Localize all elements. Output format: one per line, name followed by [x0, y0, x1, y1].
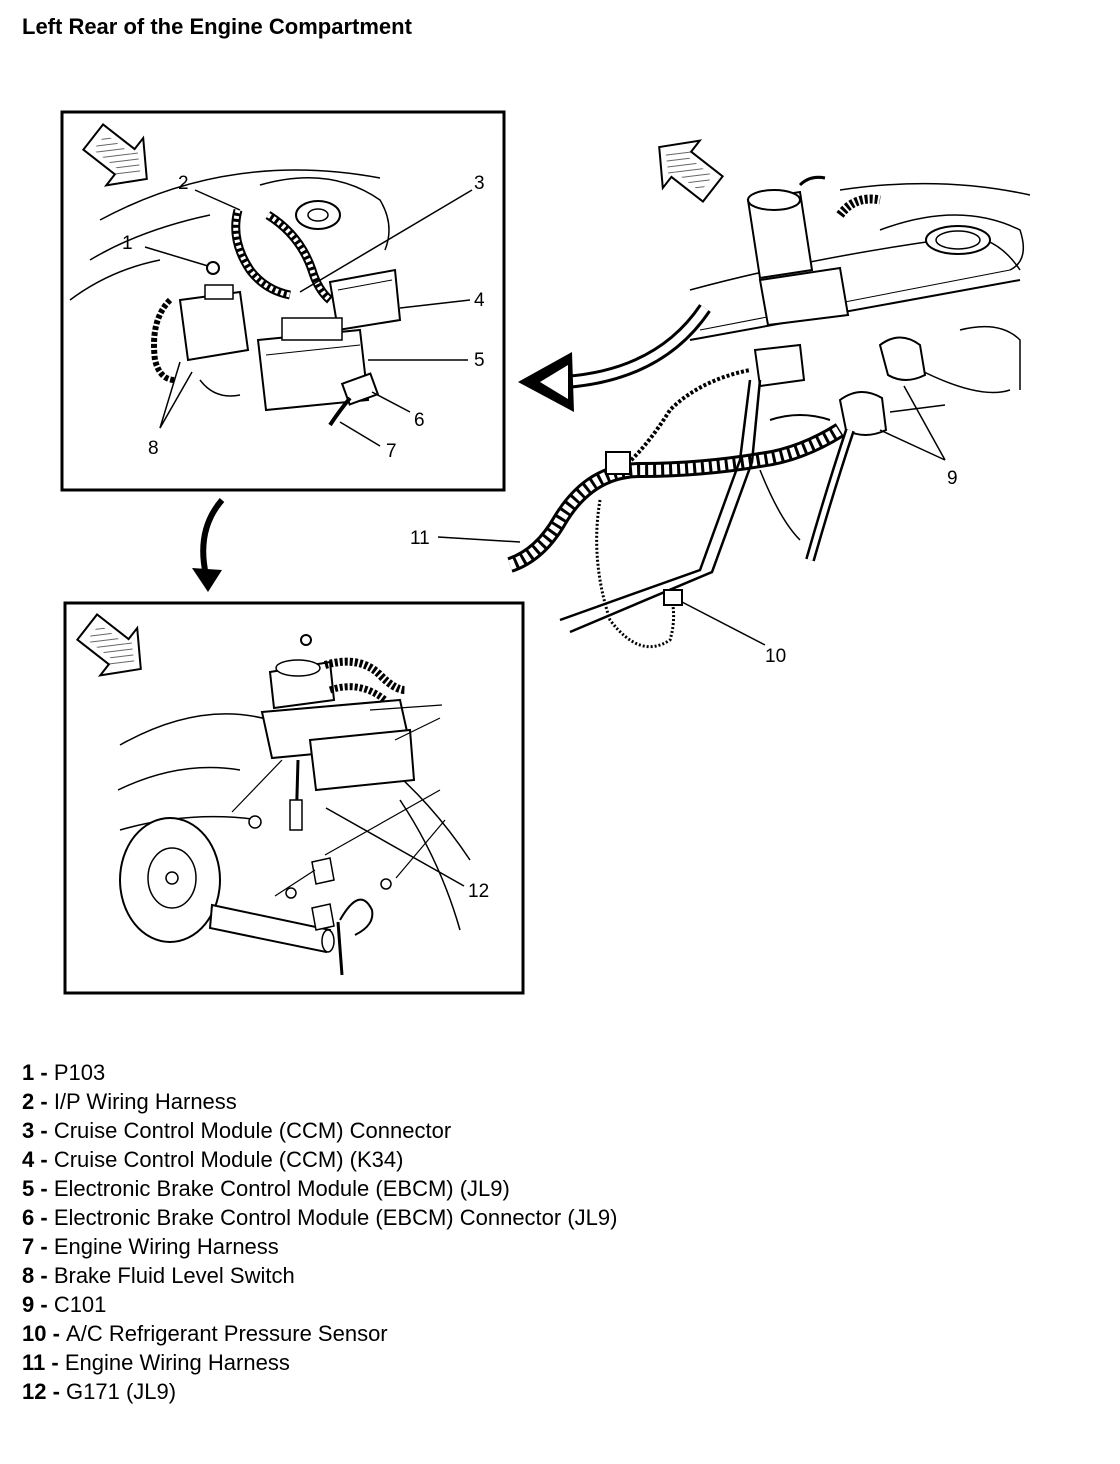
legend-item: 8 - Brake Fluid Level Switch: [22, 1263, 295, 1288]
legend-item: 11 - Engine Wiring Harness: [22, 1350, 290, 1375]
callout-6: 6: [414, 410, 425, 431]
legend-item: 1 - P103: [22, 1060, 106, 1085]
forward-direction-arrow-icon: [81, 123, 148, 187]
callout-12: 12: [468, 881, 489, 902]
legend-item: 10 - A/C Refrigerant Pressure Sensor: [22, 1321, 388, 1346]
curved-arrow-down-icon: [192, 498, 225, 592]
legend-item: 2 - I/P Wiring Harness: [22, 1089, 237, 1114]
legend-item: 9 - C101: [22, 1292, 107, 1317]
callout-3: 3: [474, 173, 485, 194]
callout-5: 5: [474, 350, 485, 371]
inset-top-left: 1 2 3 4 5 6 7 8: [60, 110, 506, 492]
legend-item: 6 - Electronic Brake Control Module (EBC…: [22, 1205, 618, 1230]
callout-10: 10: [765, 646, 786, 667]
main-view: 9 10 11: [410, 139, 1031, 667]
forward-direction-arrow-icon: [658, 139, 725, 203]
legend-item: 12 - G171 (JL9): [22, 1379, 177, 1404]
legend-item: 5 - Electronic Brake Control Module (EBC…: [22, 1176, 510, 1201]
callout-11: 11: [410, 528, 430, 549]
legend-item: 7 - Engine Wiring Harness: [22, 1234, 279, 1259]
legend-item: 4 - Cruise Control Module (CCM) (K34): [22, 1147, 404, 1172]
legend-list: 1 - P103 2 - I/P Wiring Harness 3 - Crui…: [22, 1058, 617, 1406]
inset-bottom-left: 12: [63, 601, 525, 995]
legend-item: 3 - Cruise Control Module (CCM) Connecto…: [22, 1118, 452, 1143]
callout-7: 7: [386, 441, 397, 462]
callout-4: 4: [474, 290, 485, 311]
callout-2: 2: [178, 173, 189, 194]
forward-direction-arrow-icon: [75, 613, 142, 677]
callout-1: 1: [122, 233, 133, 254]
callout-9: 9: [947, 468, 958, 489]
page-title: Left Rear of the Engine Compartment: [22, 14, 412, 39]
callout-8: 8: [148, 438, 159, 459]
engine-compartment-diagram: 1 2 3 4 5 6 7 8: [60, 110, 1031, 995]
curved-arrow-left-icon: [518, 304, 711, 412]
